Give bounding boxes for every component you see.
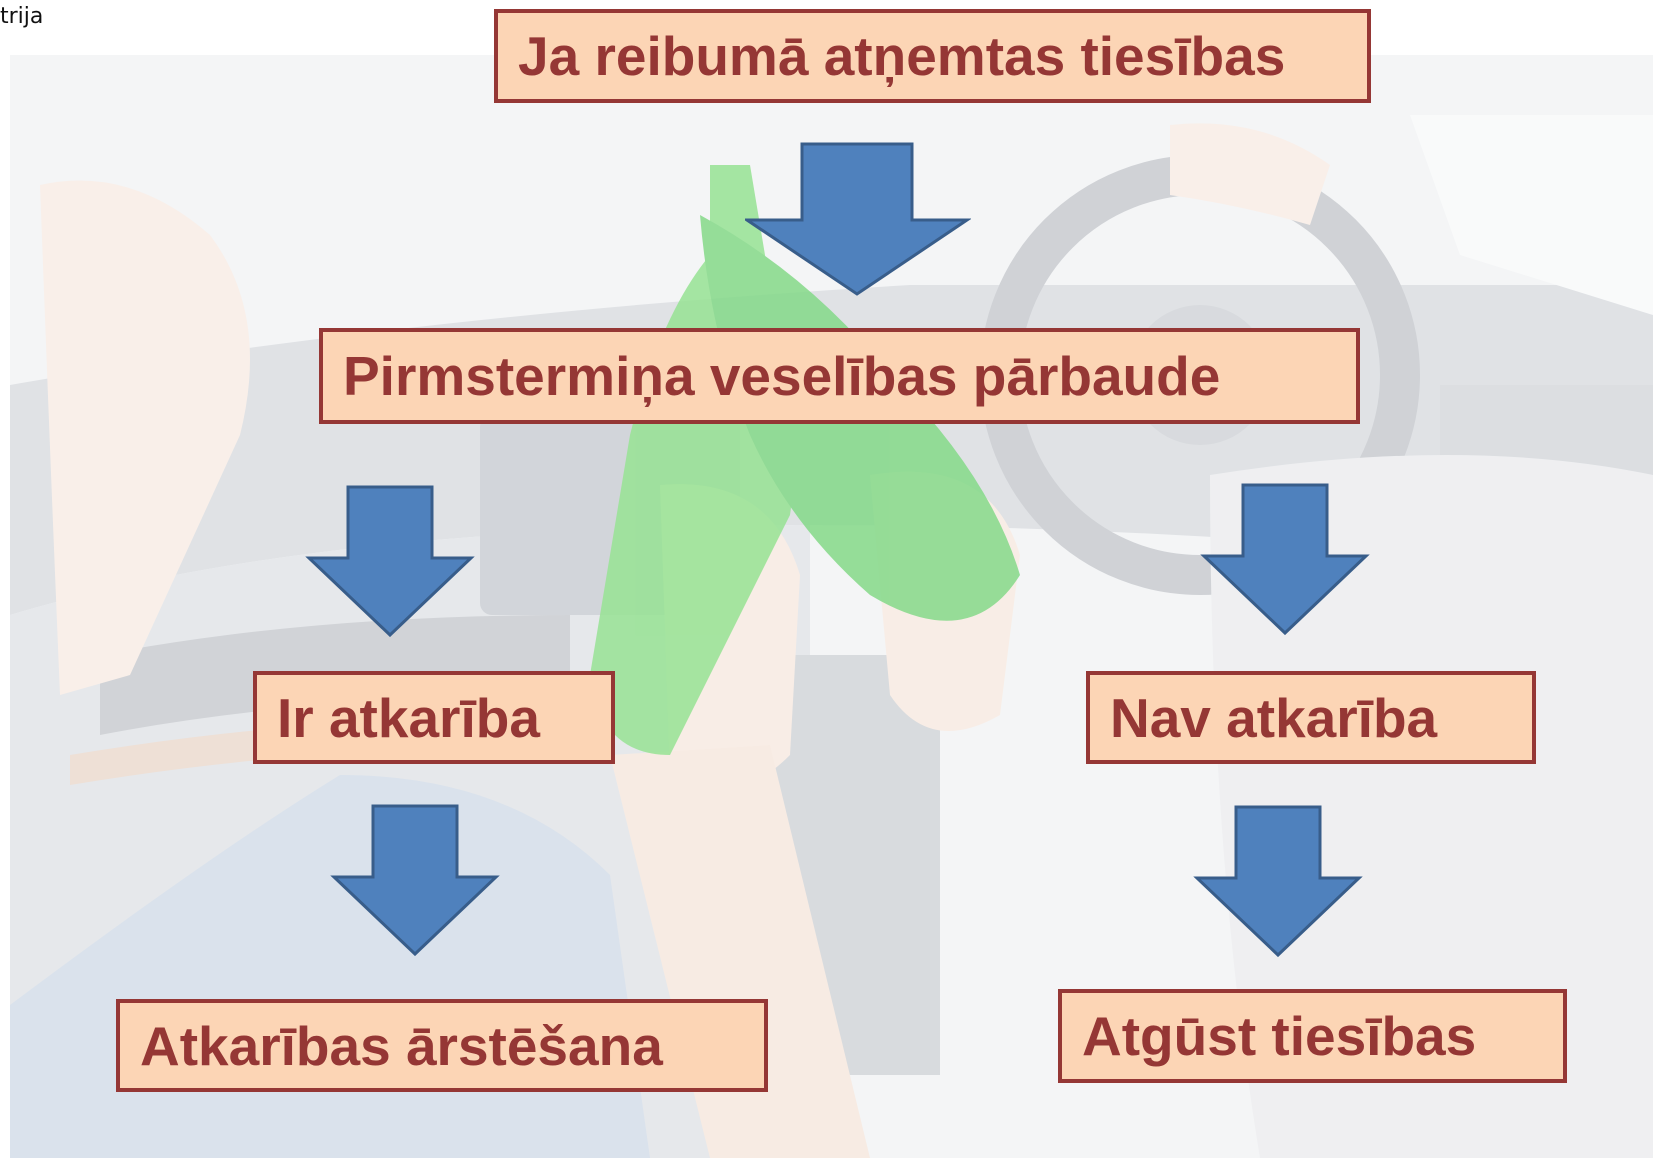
branch-right-label: Nav atkarība [1110,686,1438,749]
root-box: Ja reibumā atņemtas tiesības [494,9,1371,103]
check-label: Pirmstermiņa veselības pārbaude [343,345,1221,407]
outcome-left-label: Atkarības ārstēšana [140,1014,663,1077]
down-arrow-icon [1193,805,1363,958]
down-arrow-icon [1200,483,1370,636]
outcome-left-box: Atkarības ārstēšana [116,999,768,1092]
branch-left-box: Ir atkarība [253,671,615,764]
branch-right-box: Nav atkarība [1086,671,1536,764]
corner-label: trija [0,4,44,29]
down-arrow-icon [330,804,500,957]
outcome-right-box: Atgūst tiesības [1058,989,1567,1083]
root-label: Ja reibumā atņemtas tiesības [518,25,1286,87]
down-arrow-icon [745,142,971,296]
branch-left-label: Ir atkarība [277,686,540,749]
outcome-right-label: Atgūst tiesības [1082,1005,1477,1067]
down-arrow-icon [305,485,475,638]
check-box: Pirmstermiņa veselības pārbaude [319,328,1360,424]
